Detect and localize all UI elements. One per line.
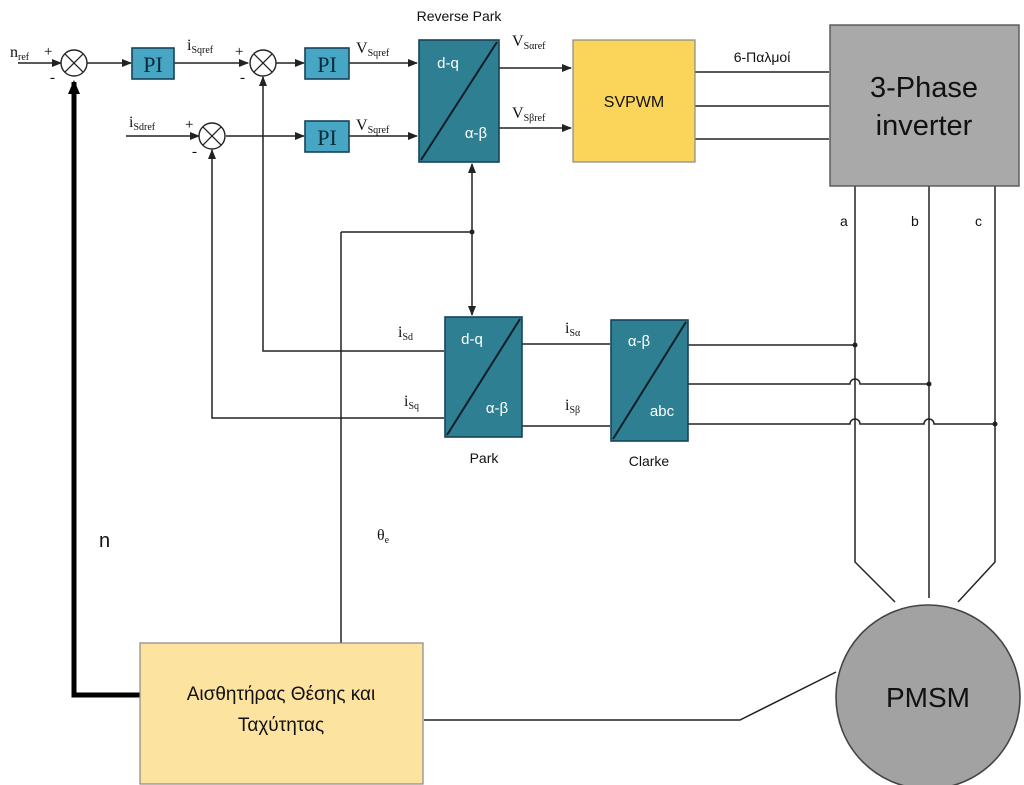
label-n-ref: nref (10, 44, 30, 63)
position-speed-sensor-block: Αισθητήρας Θέσης και Ταχύτητας (139, 642, 424, 785)
sum-junction-speed (60, 49, 88, 77)
svpwm-block: SVPWM (572, 39, 696, 163)
pi-controller-speed: PI (131, 47, 175, 80)
label-i-salpha: iSα (565, 320, 581, 339)
label-v-sbetaref: VSβref (512, 105, 546, 124)
label-v-sqref-1: VSqref (356, 40, 390, 59)
svg-text:3-Phase: 3-Phase (870, 72, 978, 104)
label-speed-feedback: n (99, 530, 110, 552)
label-v-sqref-2: VSqref (356, 117, 390, 136)
wire-pmsm-sensor (424, 671, 837, 721)
label-i-sbeta: iSβ (565, 397, 580, 416)
svg-text:α-β: α-β (465, 125, 488, 142)
svg-text:SVPWM: SVPWM (604, 94, 664, 111)
label-6-pulses: 6-Παλμοί (734, 49, 791, 65)
clarke-title: Clarke (629, 453, 670, 469)
sign-minus-sum3: - (192, 144, 197, 160)
clarke-block: α-β abc (610, 319, 689, 442)
label-i-sqref: iSqref (187, 37, 214, 56)
label-v-salpharef: VSαref (512, 33, 546, 52)
svg-text:PI: PI (317, 125, 337, 150)
svg-text:inverter: inverter (876, 110, 973, 142)
sign-plus-sum3: + (185, 117, 193, 133)
inverter-block: 3-Phase inverter (829, 24, 1020, 187)
park-block: d-q α-β (444, 316, 523, 438)
label-i-sq: iSq (404, 393, 419, 412)
label-phase-b: b (911, 213, 919, 229)
svg-text:PMSM: PMSM (886, 682, 970, 713)
wire-tap-b (688, 378, 929, 385)
svg-text:α-β: α-β (486, 400, 509, 417)
junction-theta (469, 229, 475, 235)
sign-minus-sum1: - (50, 70, 55, 86)
label-theta-e: θe (377, 527, 390, 546)
pmsm-motor: PMSM (835, 604, 1021, 785)
wire-tap-c (688, 418, 995, 425)
sum-junction-d-current (198, 122, 226, 150)
sign-plus-sum1: + (44, 44, 52, 60)
svg-text:PI: PI (143, 52, 163, 77)
svg-text:abc: abc (650, 403, 675, 420)
svg-text:α-β: α-β (628, 333, 651, 350)
svg-text:PI: PI (317, 52, 337, 77)
park-title: Park (470, 450, 500, 466)
label-i-sd: iSd (398, 324, 413, 343)
svg-text:Αισθητήρας Θέσης και: Αισθητήρας Θέσης και (187, 684, 376, 705)
label-phase-c: c (975, 213, 982, 229)
sign-minus-sum2: - (240, 70, 245, 86)
wire-isq-feedback (208, 149, 444, 419)
wire-speed-feedback (68, 80, 140, 698)
label-phase-a: a (840, 213, 848, 229)
wire-phase-a (854, 186, 896, 603)
pi-controller-d-current: PI (304, 120, 350, 153)
wire-phase-c (957, 186, 996, 603)
pi-controller-q-current: PI (304, 47, 350, 80)
svg-text:Ταχύτητας: Ταχύτητας (238, 715, 324, 736)
svg-text:d-q: d-q (461, 331, 483, 348)
label-i-sdref: iSdref (129, 114, 156, 133)
sum-junction-q-current (249, 49, 277, 77)
svg-text:d-q: d-q (437, 55, 459, 72)
reverse-park-title: Reverse Park (417, 8, 503, 24)
sign-plus-sum2: + (235, 44, 243, 60)
wire-isd-feedback (259, 76, 444, 352)
reverse-park-block: d-q α-β (418, 39, 500, 163)
